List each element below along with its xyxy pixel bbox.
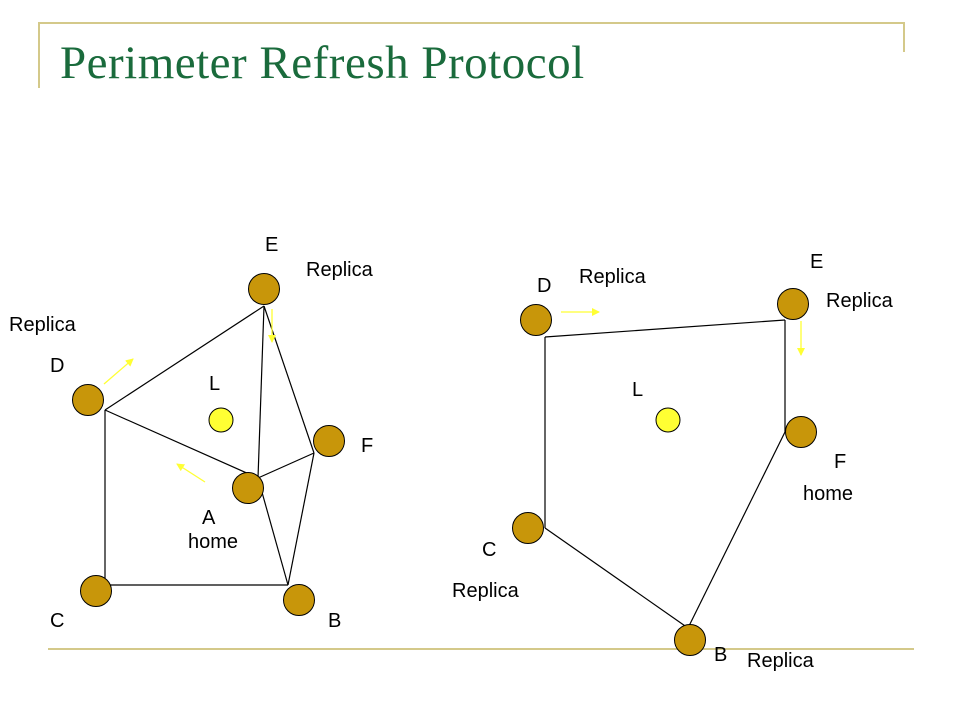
node-f — [313, 425, 345, 457]
edge-c-b-right — [544, 527, 689, 629]
label-b-right: B — [714, 644, 727, 666]
label-c-replica-right: Replica — [452, 580, 520, 602]
frame-left-line — [38, 22, 40, 88]
edge-f-b — [287, 452, 315, 586]
right-nodes — [512, 288, 817, 656]
label-l: L — [209, 373, 220, 395]
node-a — [232, 472, 264, 504]
node-c-right — [512, 512, 544, 544]
node-b-right — [674, 624, 706, 656]
label-d-replica: Replica — [9, 314, 77, 336]
edge-f-a — [257, 452, 315, 479]
left-labels: E Replica Replica D L F A home C B — [9, 234, 374, 632]
right-edges — [544, 319, 786, 629]
edge-d-e-right — [544, 319, 786, 338]
edge-e-a — [257, 305, 265, 479]
label-d: D — [50, 355, 64, 377]
node-f-right — [785, 416, 817, 448]
label-b: B — [328, 610, 341, 632]
replica-arrow-a — [176, 463, 206, 483]
edge-d-a — [104, 409, 259, 479]
label-a: A — [202, 507, 216, 529]
left-diagram: E Replica Replica D L F A home C B — [9, 234, 374, 632]
slide-title: Perimeter Refresh Protocol — [60, 37, 585, 89]
right-diagram: E D Replica Replica L F home C Replica B… — [452, 251, 894, 672]
label-a-home: home — [188, 531, 238, 553]
label-f: F — [361, 435, 373, 457]
label-d-right: D — [537, 275, 551, 297]
label-f-right: F — [834, 451, 846, 473]
left-edges — [104, 305, 315, 586]
label-e: E — [265, 234, 278, 256]
right-labels: E D Replica Replica L F home C Replica B… — [452, 251, 894, 672]
node-c — [80, 575, 112, 607]
label-e-right: E — [810, 251, 823, 273]
node-d — [72, 384, 104, 416]
label-d-replica-right: Replica — [579, 266, 647, 288]
label-e-replica-right: Replica — [826, 290, 894, 312]
label-e-replica: Replica — [306, 259, 374, 281]
frame-top-line — [40, 22, 904, 24]
node-d-right — [520, 304, 552, 336]
left-arrows — [103, 309, 276, 483]
label-c-right: C — [482, 539, 496, 561]
location-l — [208, 407, 234, 433]
label-l-right: L — [632, 379, 643, 401]
frame-right-line — [903, 22, 905, 52]
node-e-right — [777, 288, 809, 320]
label-c: C — [50, 610, 64, 632]
label-f-home-right: home — [803, 483, 853, 505]
node-e — [248, 273, 280, 305]
node-b — [283, 584, 315, 616]
left-nodes — [72, 273, 345, 616]
label-b-replica-right: Replica — [747, 650, 815, 672]
edge-a-b — [257, 477, 289, 586]
replica-arrow-d — [103, 358, 134, 385]
location-l-right — [655, 407, 681, 433]
frame-bottom-line — [48, 648, 914, 650]
edge-b-f-right — [687, 431, 786, 629]
edge-d-e — [104, 305, 265, 411]
right-arrows — [561, 308, 805, 356]
